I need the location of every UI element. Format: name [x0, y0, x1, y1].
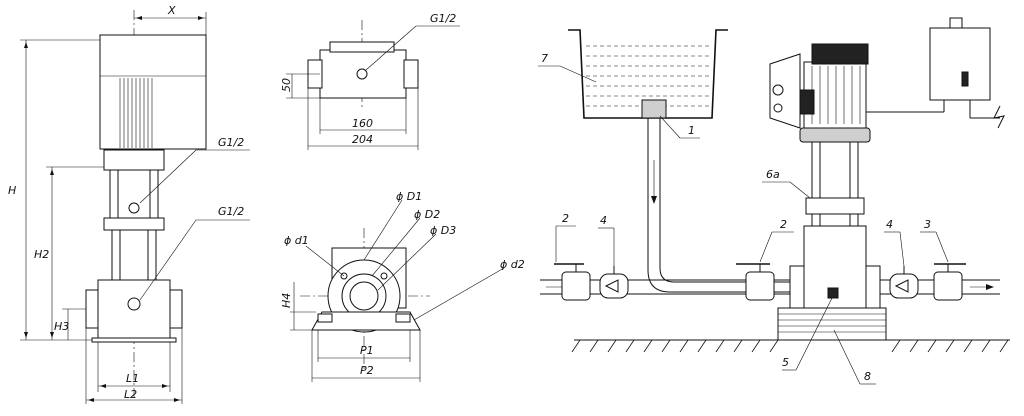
- valve-mid-inlet: [745, 271, 775, 301]
- dim-label-p2: P2: [360, 364, 374, 377]
- pump-top-view: G1/2 50 160 204: [280, 12, 460, 150]
- base-plate: [91, 337, 177, 343]
- cabinet-indicator: [961, 71, 969, 87]
- dim-label-h2: H2: [34, 248, 49, 261]
- label-d3-large: ϕ D3: [430, 224, 456, 237]
- scheme-terminal-box: [799, 89, 815, 115]
- callout-4-left: 4: [600, 214, 607, 227]
- coupling-housing: [103, 149, 165, 171]
- dim-label-p1: P1: [360, 344, 374, 357]
- motor-fins: [119, 78, 153, 148]
- valve-left-inlet: [561, 271, 591, 301]
- pump-front-view: X H H2 H3 L1 L2 G1/2: [8, 4, 250, 404]
- ground-hatching: [571, 339, 1009, 353]
- power-supply-symbol: [993, 105, 1005, 129]
- installation-scheme: 7 1 2 4 2 6a 4 3 5 8: [538, 17, 1010, 385]
- pump-outlet-flange: [865, 265, 881, 309]
- callout-8: 8: [864, 370, 871, 383]
- label-g12-lower: G1/2: [218, 205, 244, 218]
- callout-5: 5: [782, 356, 789, 369]
- callout-2-left: 2: [562, 212, 569, 225]
- dim-label-x: X: [167, 4, 176, 17]
- g12-plug-top: [128, 202, 140, 214]
- electric-cabinet: [929, 27, 991, 101]
- dim-label-h4: H4: [280, 293, 293, 308]
- callout-6a: 6a: [766, 168, 780, 181]
- foundation-layers: [778, 313, 886, 333]
- dim-label-l2: L2: [124, 388, 137, 401]
- scheme-pump-flange-6a: [805, 197, 865, 215]
- suction-pipe-outer: [647, 118, 790, 293]
- label-d2-small: ϕ d2: [500, 258, 525, 271]
- suction-strainer: [641, 99, 667, 119]
- drain-plug-5: [827, 287, 839, 299]
- label-d2-large: ϕ D2: [414, 208, 440, 221]
- label-g12-upper: G1/2: [218, 136, 244, 149]
- callout-1: 1: [688, 124, 695, 137]
- label-g12-top: G1/2: [430, 12, 456, 25]
- label-d1-small: ϕ d1: [284, 234, 309, 247]
- flange-bore-d3: [349, 281, 379, 311]
- dim-label-50: 50: [280, 78, 293, 92]
- valve-right-outlet: [933, 271, 963, 301]
- dim-label-160: 160: [352, 117, 373, 130]
- top-view-g12-port: [356, 68, 368, 80]
- motor-housing: [99, 34, 207, 150]
- pump-inlet-flange: [789, 265, 805, 309]
- top-view-right-flange: [403, 59, 419, 89]
- dim-label-204: 204: [352, 133, 373, 146]
- foundation: [777, 307, 887, 341]
- callout-3: 3: [924, 218, 931, 231]
- callout-4-right: 4: [886, 218, 893, 231]
- scheme-lantern: [799, 127, 871, 143]
- top-flange: [103, 217, 165, 231]
- callout-2-mid: 2: [780, 218, 787, 231]
- dim-label-l1: L1: [126, 372, 139, 385]
- inlet-flange: [85, 289, 99, 329]
- pump-flange-view: ϕ d1 ϕ D1 ϕ D2 ϕ D3 ϕ d2 H4 P1 P2: [280, 190, 525, 382]
- callout-7: 7: [541, 52, 548, 65]
- suction-pipe-inner: [659, 118, 790, 283]
- label-d1-large: ϕ D1: [396, 190, 422, 203]
- g12-drain-plug: [127, 297, 141, 311]
- scheme-motor-top: [811, 43, 869, 65]
- dim-label-h: H: [8, 184, 16, 197]
- water-level-lines: [586, 45, 712, 107]
- outlet-flange: [169, 289, 183, 329]
- dim-label-h3: H3: [54, 320, 69, 333]
